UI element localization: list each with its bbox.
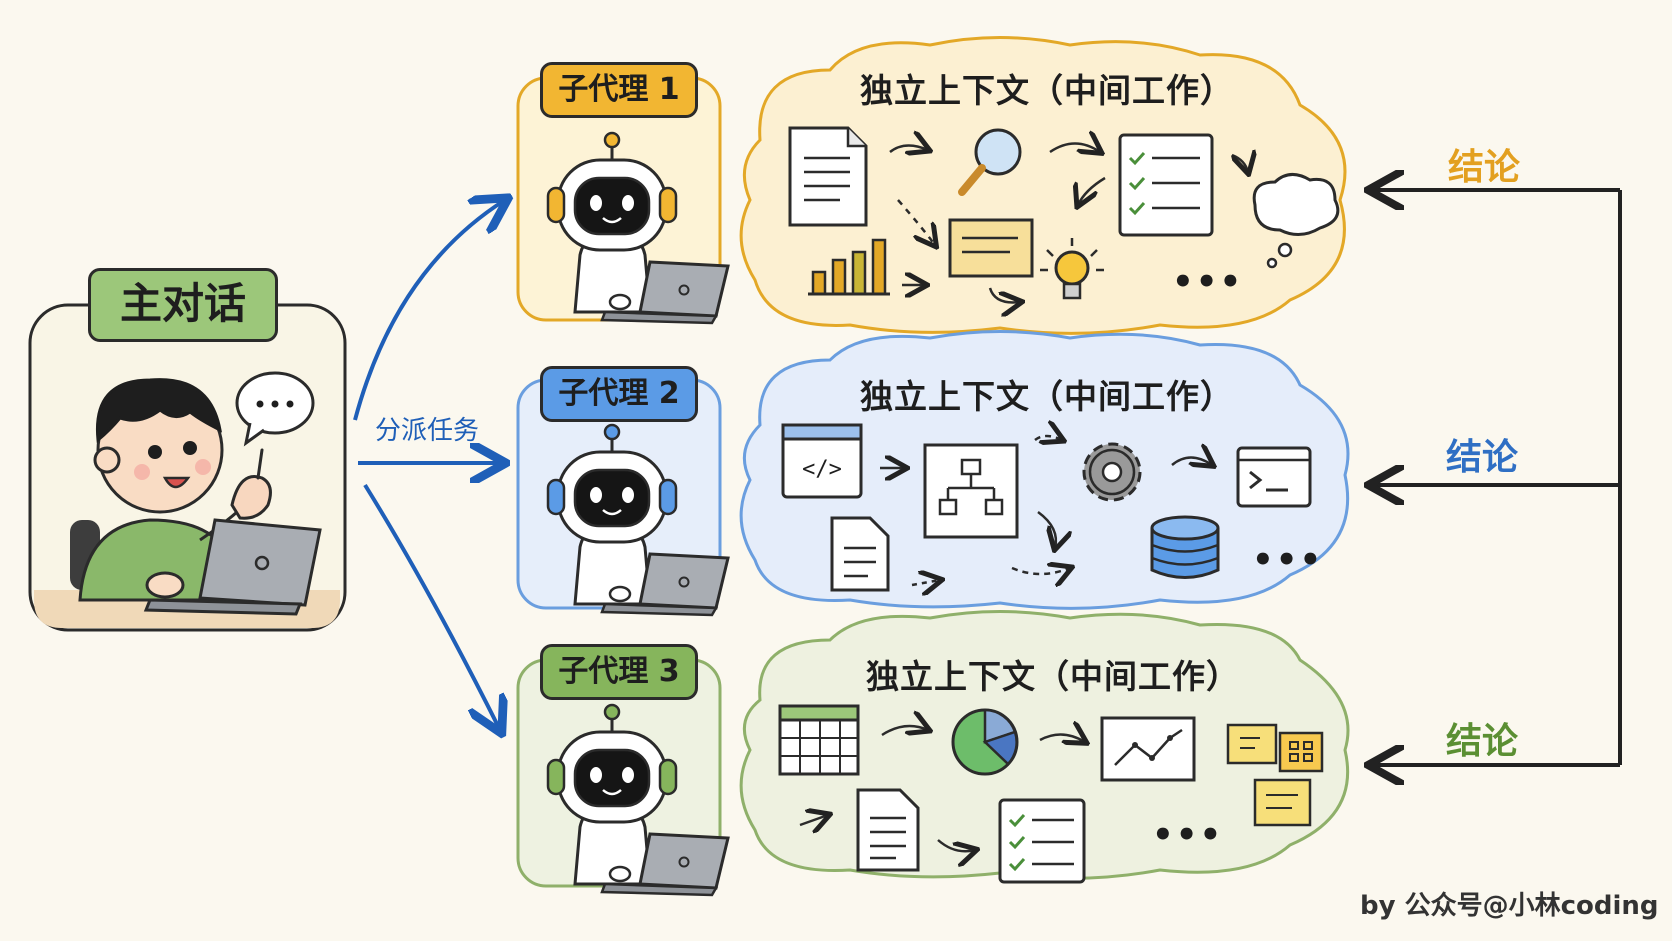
main-dialog-title: 主对话 xyxy=(88,268,278,342)
cloud-1-icons xyxy=(788,126,1340,302)
agent-3-tag: 子代理 3 xyxy=(540,644,698,700)
line-chart-icon xyxy=(1100,716,1196,782)
cloud-3-icons xyxy=(778,704,1324,884)
spreadsheet-icon xyxy=(778,704,860,776)
document-icon xyxy=(856,788,920,872)
context-title-3: 独立上下文（中间工作） xyxy=(866,657,1240,696)
checklist-icon xyxy=(998,798,1086,884)
cloud-2-icons: </> xyxy=(781,423,1312,592)
code-window-icon: </> xyxy=(781,423,863,499)
robot-2 xyxy=(546,423,730,617)
agent-2-tag: 子代理 2 xyxy=(540,366,698,422)
context-title-2: 独立上下文（中间工作） xyxy=(860,377,1234,416)
arrow-to-agent-1 xyxy=(353,200,505,421)
context-cloud-1 xyxy=(739,36,1347,335)
document-icon xyxy=(830,516,890,592)
dispatch-arrows xyxy=(353,200,505,730)
checklist-icon xyxy=(1118,133,1214,237)
magnifier-icon xyxy=(958,128,1022,196)
conclusion-label-2: 结论 xyxy=(1446,437,1519,478)
conclusion-label-1: 结论 xyxy=(1448,147,1521,188)
document-icon xyxy=(788,126,868,227)
ellipsis-1: ••• xyxy=(1172,262,1244,302)
credit-text: by 公众号@小林coding xyxy=(1360,891,1659,921)
thought-cloud-icon xyxy=(1252,173,1340,269)
pie-chart-icon xyxy=(951,708,1019,776)
robot-1 xyxy=(546,131,730,325)
flowchart-icon xyxy=(923,443,1019,539)
gear-icon xyxy=(1082,442,1142,502)
arrow-to-agent-3 xyxy=(363,483,500,730)
ellipsis-3: ••• xyxy=(1152,815,1224,855)
conclusion-label-3: 结论 xyxy=(1446,721,1519,762)
database-icon xyxy=(1150,515,1220,579)
note-card-icon xyxy=(948,218,1034,278)
sticky-notes-icon xyxy=(1226,723,1324,827)
dispatch-task-label: 分派任务 xyxy=(375,416,480,446)
bar-chart-icon xyxy=(808,238,890,296)
context-title-1: 独立上下文（中间工作） xyxy=(860,71,1234,110)
speech-bubble-icon xyxy=(235,371,315,447)
conclusion-return-lines xyxy=(1372,190,1622,765)
robot-3 xyxy=(546,703,730,897)
agent-1-tag: 子代理 1 xyxy=(540,62,698,118)
lightbulb-icon xyxy=(1040,238,1104,300)
svg-text:</>: </> xyxy=(802,457,842,482)
ellipsis-2: ••• xyxy=(1252,540,1324,580)
terminal-icon xyxy=(1236,446,1312,508)
main-dialog-panel xyxy=(28,303,347,632)
